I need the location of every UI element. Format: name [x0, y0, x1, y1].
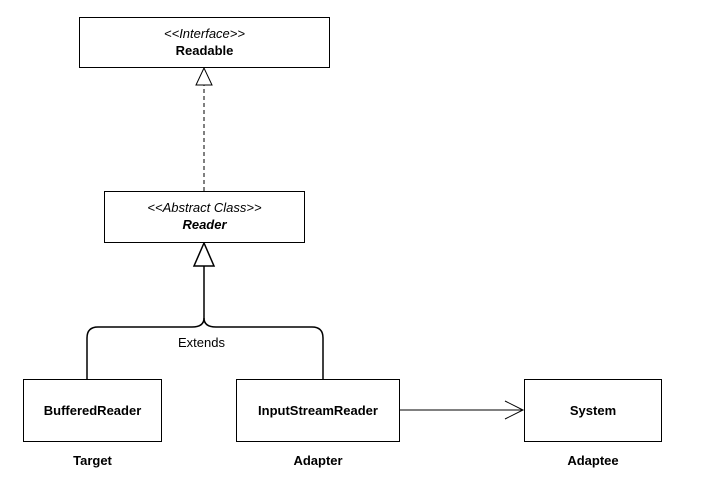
- input-stream-reader-name: InputStreamReader: [258, 402, 378, 418]
- reader-stereotype: <<Abstract Class>>: [147, 200, 262, 215]
- system-name: System: [569, 402, 617, 418]
- system-box[interactable]: System: [524, 379, 662, 442]
- extends-line-buffered: [86, 266, 205, 379]
- reader-abstract-box[interactable]: <<Abstract Class>> Reader: [104, 191, 305, 243]
- reader-name: Reader: [182, 217, 227, 232]
- extends-label: Extends: [176, 335, 227, 350]
- buffered-reader-name: BufferedReader: [43, 402, 142, 418]
- readable-interface-box[interactable]: <<Interface>> Readable: [79, 17, 330, 68]
- readable-name: Readable: [175, 42, 234, 58]
- generalization-arrowhead: [192, 241, 216, 267]
- adapter-role-label: Adapter: [293, 453, 343, 468]
- association-arrowhead: [504, 400, 525, 420]
- buffered-reader-box[interactable]: BufferedReader: [23, 379, 162, 442]
- input-stream-reader-box[interactable]: InputStreamReader: [236, 379, 400, 442]
- extends-line-inputstream: [203, 317, 324, 379]
- target-role-label: Target: [73, 453, 112, 468]
- readable-stereotype: <<Interface>>: [164, 25, 245, 41]
- realization-arrowhead: [195, 66, 213, 86]
- adaptee-role-label: Adaptee: [567, 453, 619, 468]
